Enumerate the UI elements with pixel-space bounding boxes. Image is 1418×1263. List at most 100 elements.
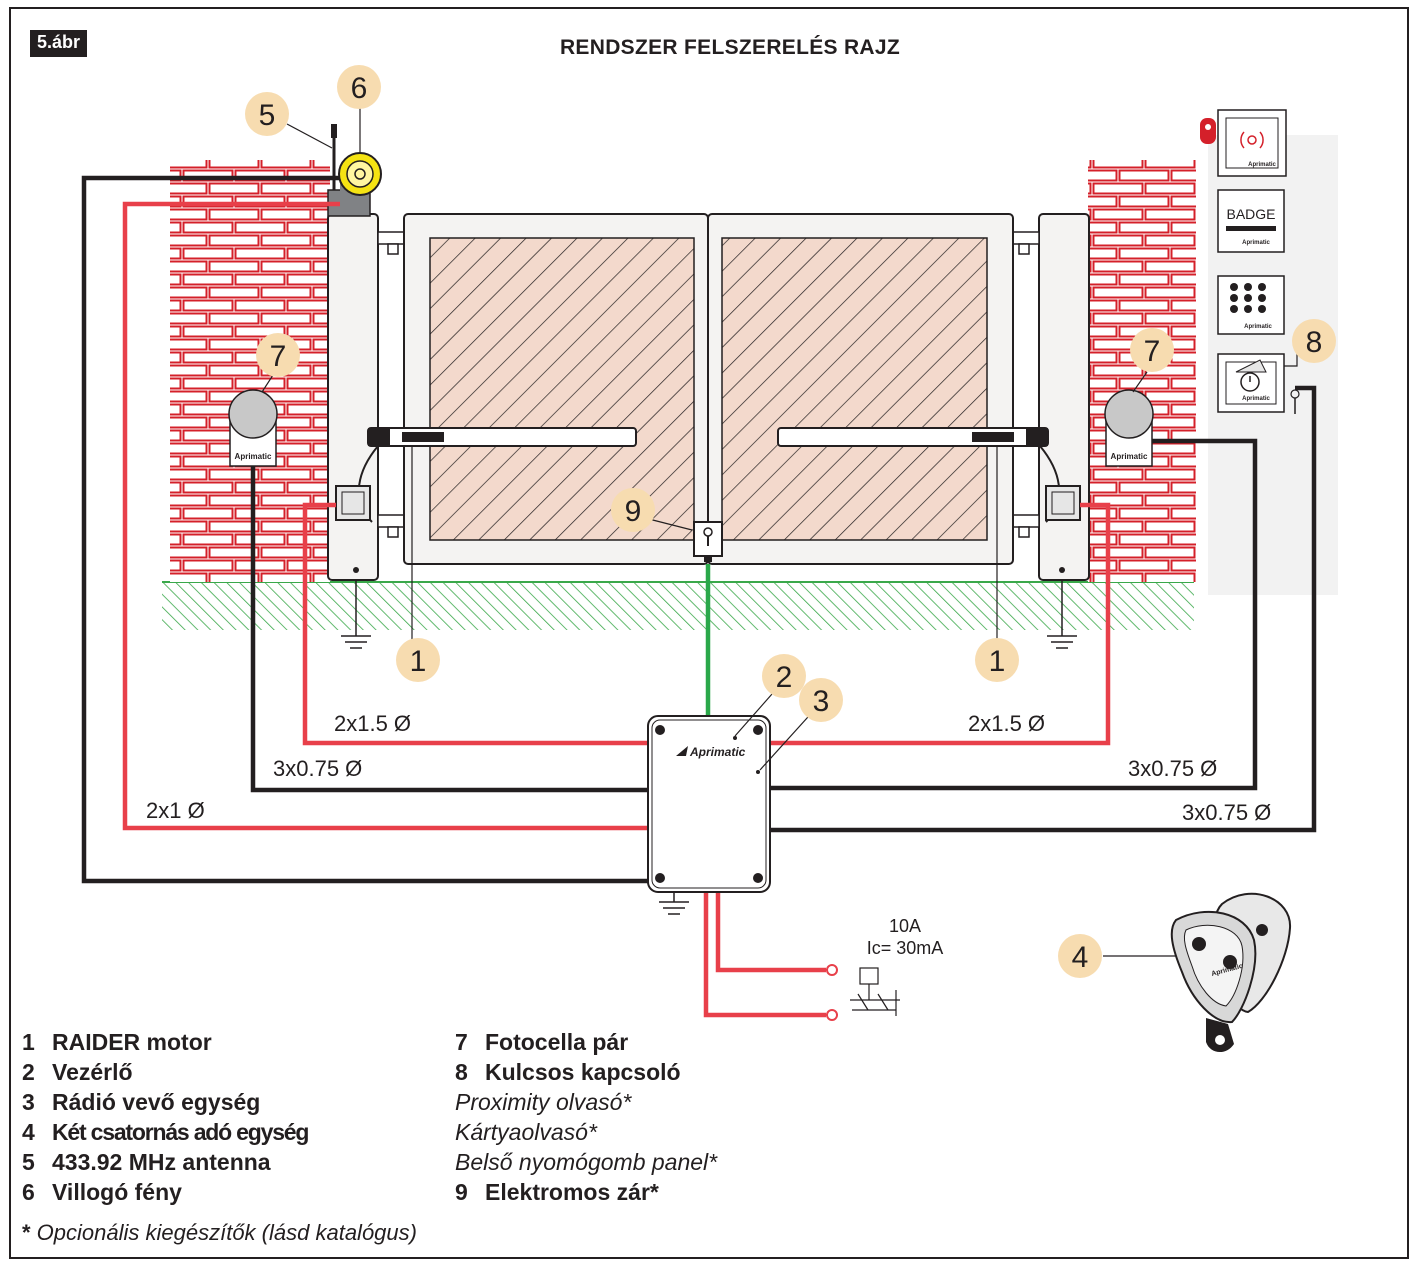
breaker-ic: Ic= 30mA [867, 938, 944, 958]
flashing-light-icon [327, 152, 382, 217]
svg-text:Aprimatic: Aprimatic [1244, 324, 1272, 330]
legend-text: 9 [455, 1179, 468, 1205]
svg-text:4: 4 [1072, 941, 1089, 974]
proximity-reader-icon: Aprimatic [1200, 109, 1287, 177]
legend-text: Belső nyomógomb panel* [455, 1149, 718, 1175]
cable-label-right-black: 3x0.75 Ø [1128, 756, 1217, 781]
power-terminals [826, 964, 838, 1021]
legend-text: RAIDER motor [52, 1029, 212, 1055]
cable-label-right-outer: 3x0.75 Ø [1182, 800, 1271, 825]
legend-item-9: 9 Elektromos zár* [455, 1177, 717, 1207]
callouts: 1 1 2 3 4 5 6 7 7 8 9 [245, 65, 1336, 978]
page-title: RENDSZER FELSZERELÉS RAJZ [559, 36, 901, 59]
photocell-brand: Aprimatic [235, 452, 272, 461]
gate [403, 213, 1014, 565]
legend-text: Opcionális kiegészítők (lásd katalógus) [30, 1220, 417, 1245]
ground-symbol-icon [341, 580, 1077, 915]
photocell-brand: Aprimatic [1111, 452, 1148, 461]
badge-reader-icon: BADGE Aprimatic [1217, 189, 1285, 253]
motor-left [357, 427, 637, 523]
legend-text: 7 [455, 1029, 468, 1055]
right-pillar [1038, 213, 1090, 581]
control-box: Aprimatic [647, 715, 771, 893]
callout-8: 8 [1292, 319, 1336, 363]
svg-text:6: 6 [351, 72, 368, 105]
legend-item-push-panel: Belső nyomógomb panel* [455, 1147, 717, 1177]
svg-text:Aprimatic: Aprimatic [1242, 396, 1270, 402]
legend-text: 5 [22, 1149, 35, 1175]
svg-text:1: 1 [410, 645, 427, 678]
frame [9, 7, 1409, 1259]
legend-item-4: 4 Két csatornás adó egység [22, 1117, 309, 1147]
svg-text:1: 1 [989, 645, 1006, 678]
legend-item-proximity: Proximity olvasó* [455, 1087, 717, 1117]
photocell-right: Aprimatic [1104, 389, 1154, 467]
legend-text: Kulcsos kapcsoló [485, 1059, 681, 1085]
legend-text: 2 [22, 1059, 35, 1085]
svg-text:2: 2 [776, 661, 793, 694]
cable-label-left-black: 3x0.75 Ø [273, 756, 362, 781]
callout-3: 3 [799, 678, 843, 722]
legend-item-2: 2 Vezérlő [22, 1057, 308, 1087]
legend-text: Rádió vevő egység [52, 1089, 261, 1115]
figure-tag: 5.ábr [30, 30, 88, 57]
svg-text:7: 7 [270, 340, 287, 373]
callout-2: 2 [762, 654, 806, 698]
callout-7-right: 7 [1130, 328, 1174, 372]
legend-text: 4 [22, 1119, 35, 1145]
cable-label-left-outer: 2x1 Ø [146, 798, 205, 823]
callout-5: 5 [245, 92, 289, 136]
legend-item-3: 3 Rádió vevő egység [22, 1087, 308, 1117]
callout-1-left: 1 [396, 638, 440, 682]
key-switch-icon: Aprimatic [1217, 353, 1300, 414]
electric-lock [693, 521, 723, 562]
legend-text: 8 [455, 1059, 468, 1085]
legend-text: Két csatornás adó egység [52, 1119, 309, 1145]
svg-text:Aprimatic: Aprimatic [1248, 162, 1276, 168]
callout-6: 6 [337, 65, 381, 109]
photocell-left: Aprimatic [228, 389, 278, 467]
control-box-brand: Aprimatic [689, 745, 746, 759]
svg-text:5: 5 [259, 99, 276, 132]
legend-item-8: 8 Kulcsos kapcsoló [455, 1057, 717, 1087]
callout-1-right: 1 [975, 638, 1019, 682]
legend-text: Kártyaolvasó* [455, 1119, 597, 1145]
legend-right: 7 Fotocella pár 8 Kulcsos kapcsoló Proximi… [455, 1027, 717, 1207]
cable-label-left-red: 2x1.5 Ø [334, 711, 411, 736]
breaker-icon [850, 967, 900, 1016]
svg-text:3: 3 [813, 685, 830, 718]
legend-text: * [22, 1220, 31, 1245]
legend-item-card-reader: Kártyaolvasó* [455, 1117, 717, 1147]
legend-text: Proximity olvasó* [455, 1089, 632, 1115]
legend-text: Villogó fény [52, 1179, 182, 1205]
ground [162, 582, 1194, 630]
legend-text: Fotocella pár [485, 1029, 629, 1055]
svg-text:Aprimatic: Aprimatic [1242, 240, 1270, 246]
svg-text:8: 8 [1306, 326, 1323, 359]
badge-label: BADGE [1226, 206, 1275, 222]
keypad-icon: Aprimatic [1217, 275, 1285, 335]
legend-item-6: 6 Villogó fény [22, 1177, 308, 1207]
legend-text: 3 [22, 1089, 35, 1115]
legend-text: 6 [22, 1179, 35, 1205]
cables [81, 175, 1317, 1018]
legend-text: Vezérlő [52, 1059, 133, 1085]
right-brick-wall [1088, 160, 1196, 582]
motor-right [777, 427, 1061, 523]
left-pillar [327, 213, 379, 581]
callout-7-left: 7 [256, 333, 300, 377]
breaker-current: 10A [889, 916, 921, 936]
antenna-icon [331, 124, 337, 196]
footnote: * Opcionális kiegészítők (lásd katalógus… [22, 1220, 417, 1246]
svg-text:9: 9 [625, 495, 642, 528]
legend-item-7: 7 Fotocella pár [455, 1027, 717, 1057]
remote-control-icon: Aprimatic [1170, 892, 1292, 1053]
legend-text: Elektromos zár* [485, 1179, 659, 1205]
legend-text: 433.92 MHz antenna [52, 1149, 271, 1175]
svg-text:7: 7 [1144, 335, 1161, 368]
legend-item-5: 5 433.92 MHz antenna [22, 1147, 308, 1177]
